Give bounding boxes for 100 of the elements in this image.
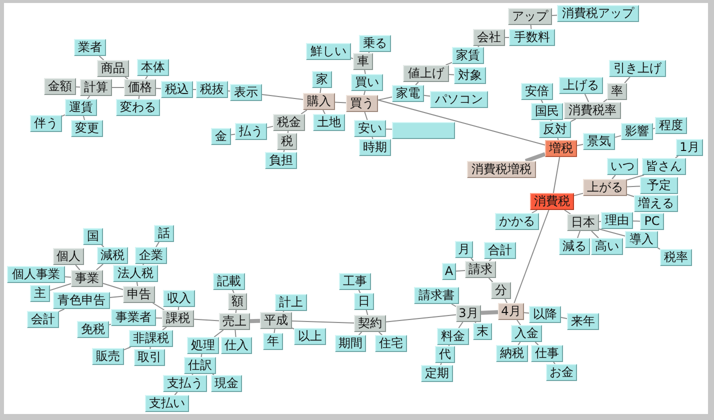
connector-line [364, 70, 366, 74]
word-box: 課税 [162, 310, 194, 327]
connector-line [674, 156, 679, 158]
connector-line [576, 144, 584, 146]
word-box: 安い [354, 120, 386, 137]
connector-line [334, 102, 346, 104]
word-box: 仕訳 [184, 357, 216, 374]
connector-line [98, 56, 104, 60]
word-box: 1月 [676, 139, 703, 156]
connector-line [82, 116, 86, 120]
connector-line [194, 318, 220, 322]
word-box: 月 [455, 241, 473, 258]
word-box: 青色申告 [53, 292, 110, 309]
word-box: 定期 [421, 365, 453, 382]
connector-line [152, 302, 165, 310]
connector-line [162, 326, 167, 330]
word-box: 事業者 [111, 309, 156, 326]
word-box: 上げる [559, 77, 603, 94]
word-box: 変更 [71, 120, 103, 137]
connector-line [451, 304, 456, 307]
connector-line [274, 328, 276, 334]
connector-line [232, 290, 234, 294]
word-box: 期間 [335, 335, 366, 352]
word-box: 商品 [97, 60, 129, 77]
word-box: 分 [491, 282, 511, 299]
word-box: 減税 [97, 247, 128, 264]
connector-line [283, 150, 285, 152]
connector-line [364, 112, 368, 120]
word-box: 車 [353, 53, 373, 70]
word-box: PC [640, 213, 664, 230]
connector-line [553, 362, 556, 364]
word-box: 皆さん [642, 158, 686, 175]
word-box: 景気 [583, 133, 615, 150]
word-box: 個人事業 [7, 266, 65, 283]
word-box: 消費税増税 [467, 161, 536, 178]
connector-line [603, 98, 608, 102]
connector-line [570, 118, 576, 122]
empty-box [392, 122, 455, 139]
word-box: 代 [435, 346, 455, 363]
word-box: 値上げ [403, 65, 449, 82]
connector-line [514, 210, 550, 304]
word-box: 価格 [124, 79, 156, 96]
word-box: 減る [559, 238, 590, 255]
word-box: 合計 [484, 242, 516, 259]
connector-line [591, 230, 599, 238]
word-box: 仕事 [531, 345, 563, 362]
word-box: 日本 [567, 214, 599, 231]
word-box: 対象 [454, 67, 486, 84]
word-box: 3月 [456, 305, 481, 322]
word-box: 支払う [163, 375, 207, 392]
word-box: お金 [546, 364, 577, 381]
word-box: 業者 [74, 39, 106, 56]
word-box: 引き上げ [609, 60, 666, 77]
connector-line [287, 130, 289, 134]
word-box: 予定 [640, 177, 678, 194]
word-box: 時期 [359, 139, 391, 156]
word-box: 土地 [313, 114, 345, 131]
connector-line [378, 100, 546, 146]
connector-line [358, 290, 361, 294]
word-box: 請求 [465, 261, 496, 278]
connector-line [102, 282, 124, 290]
connector-line [458, 322, 464, 328]
word-box: 納税 [496, 345, 528, 362]
connector-line [372, 136, 374, 140]
connector-line [124, 346, 132, 350]
word-box: 税抜 [196, 81, 228, 98]
word-box: 販売 [92, 348, 124, 365]
word-box: パソコン [430, 91, 488, 108]
connector-line [145, 76, 148, 80]
word-box: 取引 [134, 349, 165, 366]
word-box: 税込 [161, 81, 193, 98]
word-box: 額 [228, 293, 247, 310]
word-box: 買い [351, 74, 383, 91]
word-box: 入金 [511, 325, 542, 342]
word-box: 率 [607, 83, 627, 100]
connector-line [626, 174, 644, 180]
word-box: 金 [211, 128, 231, 145]
connector-line [235, 310, 237, 314]
word-box: 年 [263, 333, 283, 350]
connector-line [626, 194, 634, 198]
word-box: 税金 [273, 114, 305, 131]
connector-line [612, 174, 616, 180]
word-box: 処理 [187, 337, 219, 354]
word-box: 金額 [44, 78, 76, 95]
connector-line [234, 330, 236, 338]
word-box: 払う [235, 123, 267, 140]
word-box: 会社 [473, 29, 505, 46]
word-box: 増える [634, 195, 678, 212]
word-box: かかる [495, 213, 539, 230]
connector-line [86, 96, 90, 100]
word-box: 理由 [601, 212, 633, 229]
connector-line [445, 62, 452, 66]
word-box: 上がる [583, 179, 627, 196]
connector-line [250, 318, 260, 324]
word-box: 国民 [531, 103, 563, 120]
connector-line [156, 242, 160, 248]
word-box: 収入 [163, 290, 195, 307]
word-box: 個人 [53, 248, 84, 265]
word-box: 負担 [265, 152, 297, 169]
connector-line [584, 94, 590, 102]
